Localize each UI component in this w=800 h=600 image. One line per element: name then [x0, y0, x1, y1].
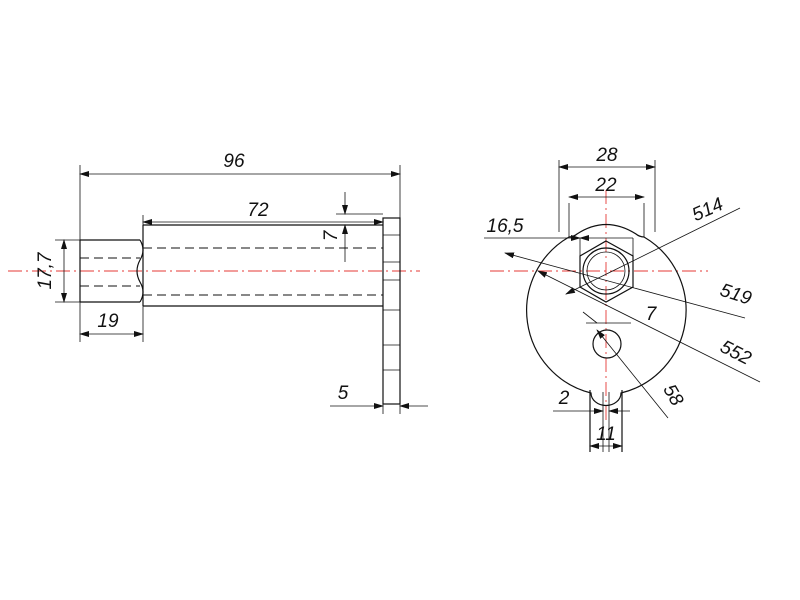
- hex-socket: [579, 240, 634, 303]
- dim-ref-514-label: 514: [689, 194, 727, 226]
- dim-pin-offset-label: 7: [646, 304, 658, 325]
- dim-slot-gap-label: 2: [558, 388, 570, 409]
- pin-hole: [582, 311, 631, 359]
- dim-diameter: 17,7: [35, 239, 80, 303]
- dim-stub-length-label: 19: [97, 311, 119, 332]
- dim-outer-width: 28: [558, 145, 656, 232]
- end-plate: [382, 217, 401, 405]
- dim-inner-width-label: 22: [594, 175, 617, 196]
- dim-ref-514: 514: [565, 194, 741, 295]
- dim-ref-552-label: 552: [717, 337, 755, 370]
- dim-inner-width: 22: [568, 175, 645, 200]
- dim-shaft-length-label: 72: [247, 200, 269, 221]
- dim-diameter-label: 17,7: [35, 251, 56, 289]
- dim-slot-gap: 2: [553, 388, 630, 414]
- dim-plate-thickness-label: 5: [338, 383, 349, 404]
- dim-flat-depth: 7: [321, 192, 383, 262]
- bottom-slot: [589, 390, 623, 452]
- dim-slot-width: 11: [589, 424, 623, 449]
- dim-overall-length-label: 96: [223, 151, 245, 172]
- dim-ref-58-label: 58: [658, 381, 687, 410]
- dim-hex-size: 16,5: [484, 216, 634, 256]
- dim-slot-width-label: 11: [596, 424, 616, 445]
- dim-overall-length: 96: [79, 151, 401, 240]
- dim-outer-width-label: 28: [595, 145, 618, 166]
- side-view: 96 72 7 17,7 19: [8, 151, 428, 414]
- dim-pin-offset: 7: [646, 304, 658, 325]
- dim-plate-thickness: 5: [330, 383, 428, 414]
- dim-flat-depth-label: 7: [321, 229, 342, 241]
- dim-hex-size-label: 16,5: [487, 216, 524, 237]
- shaft-body: [142, 224, 383, 307]
- dim-stub-length: 19: [79, 302, 144, 342]
- front-view: 28 22 16,5 514 519 552: [484, 145, 761, 452]
- dim-shaft-length: 72: [142, 200, 384, 225]
- dim-ref-519-label: 519: [717, 280, 754, 310]
